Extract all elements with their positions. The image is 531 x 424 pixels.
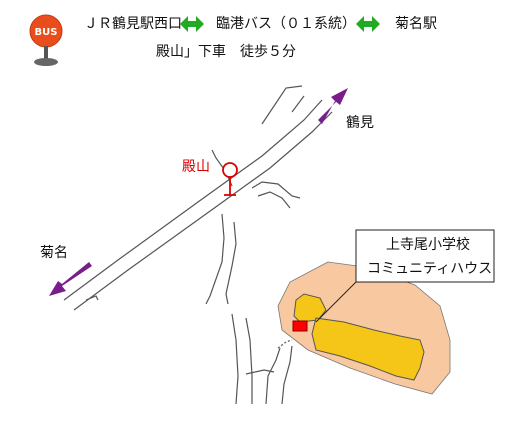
tsurumi-direction-arrow-icon <box>318 88 348 124</box>
kikuna-direction-arrow-icon <box>49 262 92 296</box>
facility-name-line2: コミュニティハウス <box>367 261 493 277</box>
route-line: 臨港バス（０１系統） <box>216 16 356 32</box>
entrance-marker <box>292 320 308 332</box>
facility-name-line1: 上寺尾小学校 <box>386 237 470 253</box>
route-stop-walk: 殿山」下車 徒歩５分 <box>156 44 296 60</box>
route-origin: ＪＲ鶴見駅西口 <box>84 16 182 32</box>
facility-leader-line <box>315 281 357 323</box>
bus-stop-marker <box>222 162 238 196</box>
direction-label-kikuna: 菊名 <box>40 245 68 261</box>
bus-stop-label: 殿山 <box>182 159 210 175</box>
double-arrow-icon <box>180 16 204 32</box>
route-terminal: 菊名駅 <box>395 16 437 32</box>
direction-label-tsurumi: 鶴見 <box>346 115 374 131</box>
road-network <box>63 85 333 405</box>
bus-badge-text: BUS <box>35 27 58 38</box>
facility-label-box <box>355 229 495 283</box>
school-building <box>293 293 425 381</box>
double-arrow-icon <box>356 16 380 32</box>
bus-stop-sign-icon: BUS <box>29 14 63 66</box>
